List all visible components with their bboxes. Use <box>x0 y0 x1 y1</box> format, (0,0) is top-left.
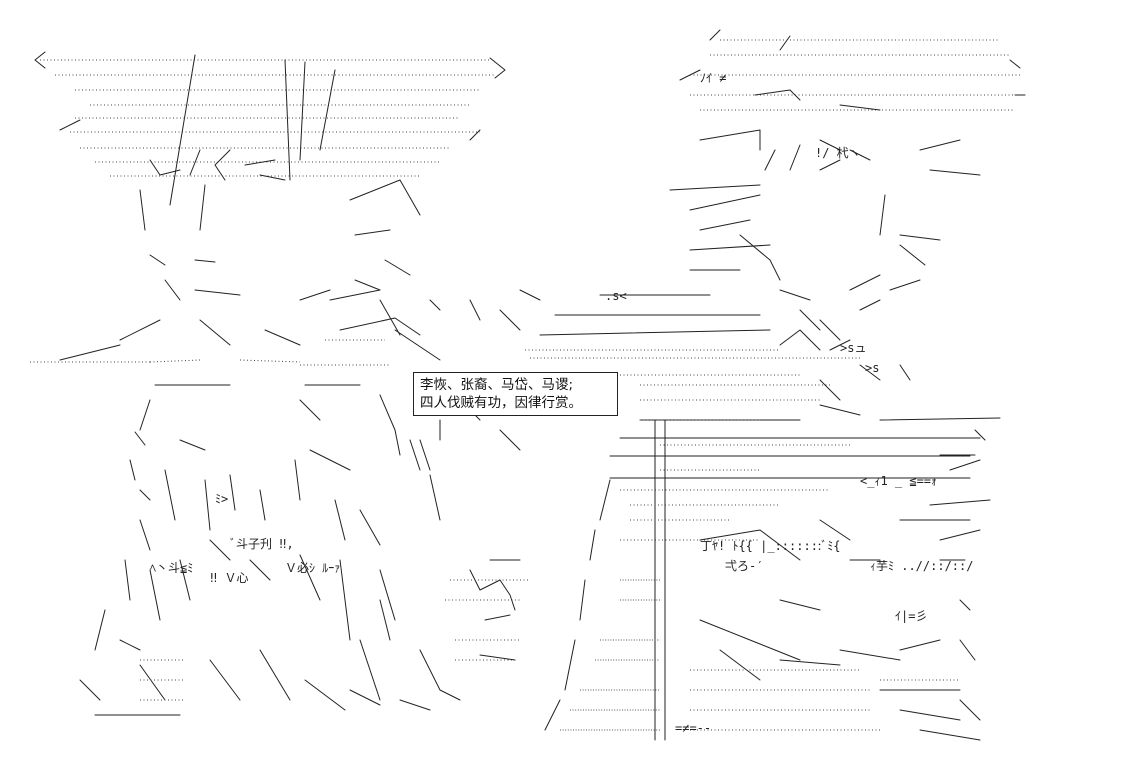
speech-bubble: 李恢、张裔、马岱、马谡; 四人伐贼有功，因律行赏。 <box>413 372 618 416</box>
svg-text:ﾍ丶斗≦ﾐ: ﾍ丶斗≦ﾐ <box>150 561 193 575</box>
speech-line-1: 李恢、张裔、马岱、马谡; <box>420 377 574 393</box>
svg-text:ﾞ斗子刋 ‼,: ﾞ斗子刋 ‼, <box>230 537 294 551</box>
svg-text:弌ろ‐′: 弌ろ‐′ <box>725 559 763 573</box>
svg-text:<_ｨ1 _ ≦==ｫ: <_ｨ1 _ ≦==ｫ <box>860 474 937 488</box>
svg-text:ﾐ>: ﾐ> <box>215 492 228 506</box>
svg-text:=≠=-‐: =≠=-‐ <box>675 721 711 735</box>
right-figure: ﾉｲ ≠ !/ 杙ヽ 丁ﾔ! ﾄ{{ |_:::::::ﾞﾐ{ 弌ろ‐′ ｨ芋ﾐ… <box>525 29 1026 741</box>
svg-text:>s: >s <box>865 361 879 375</box>
svg-text:ｲ|=彡: ｲ|=彡 <box>895 609 927 623</box>
svg-text:ﾉｲ ≠: ﾉｲ ≠ <box>700 71 726 85</box>
scatter-marks: .s< >sュ >s <box>429 289 879 451</box>
svg-text:.s<: .s< <box>605 289 627 303</box>
svg-text:‼ Ｖ心: ‼ Ｖ心 <box>210 571 248 585</box>
left-figure: ﾞ斗子刋 ‼, ﾍ丶斗≦ﾐ Ｖ必ｼ ﾙｰｧ ﾐ> ‼ Ｖ心 <box>30 51 530 716</box>
svg-text:ｨ芋ﾐ ..//::/::/: ｨ芋ﾐ ..//::/::/ <box>870 559 973 573</box>
svg-text:Ｖ必ｼ ﾙｰｧ: Ｖ必ｼ ﾙｰｧ <box>285 561 340 575</box>
svg-text:>sュ: >sュ <box>840 341 866 355</box>
svg-text:!/ 杙ヽ: !/ 杙ヽ <box>815 146 861 160</box>
svg-text:丁ﾔ! ﾄ{{ |_:::::::ﾞﾐ{: 丁ﾔ! ﾄ{{ |_:::::::ﾞﾐ{ <box>700 539 840 553</box>
speech-line-2: 四人伐贼有功，因律行赏。 <box>420 395 582 411</box>
